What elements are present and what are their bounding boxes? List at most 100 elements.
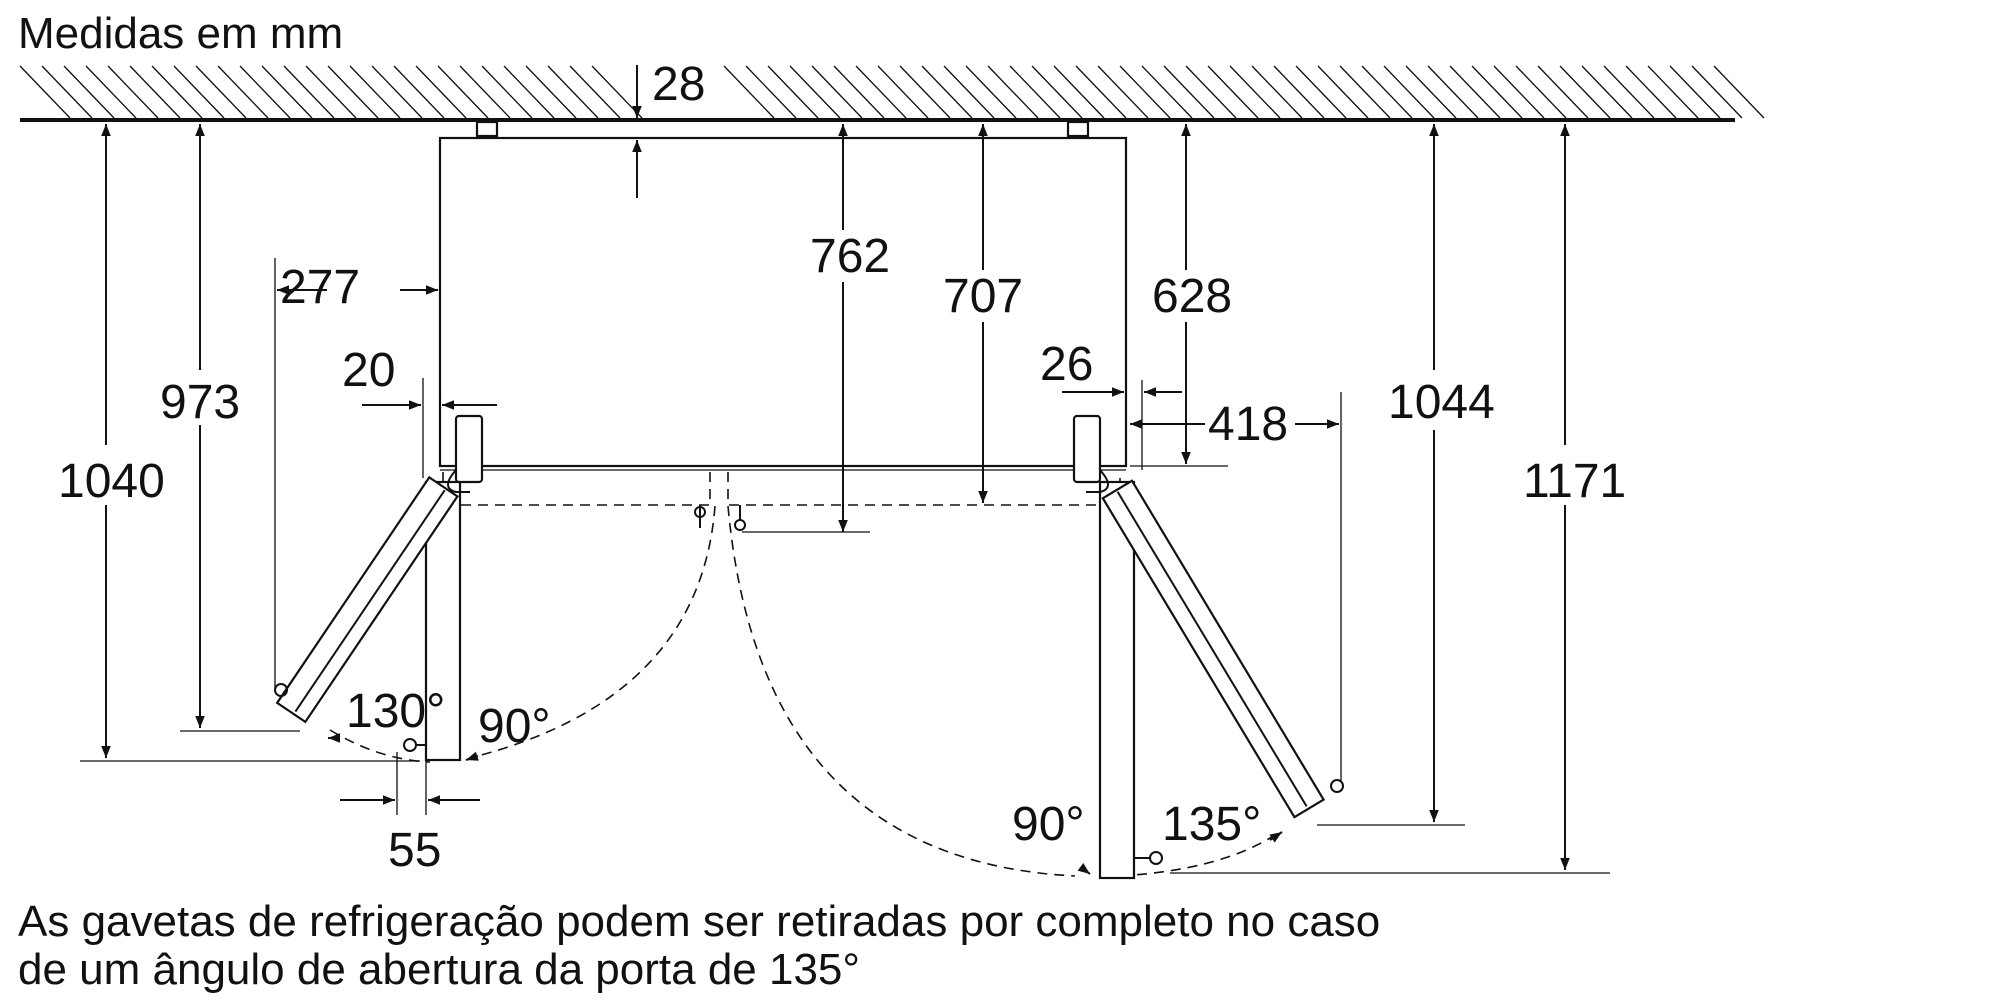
dim-door-gap: 55 — [340, 752, 480, 877]
dim-depth-628: 628 — [1130, 124, 1232, 467]
hatch-line — [1361, 65, 1413, 119]
hatch-line — [1295, 65, 1347, 119]
dim-depth-707: 707 — [943, 124, 1023, 503]
depth-1171-value: 1171 — [1523, 455, 1626, 508]
hatch-line — [107, 65, 159, 119]
hatch-line — [1207, 65, 1259, 119]
hatch-line — [1581, 65, 1633, 119]
hatch-line — [1383, 65, 1435, 119]
hatch-line — [1053, 65, 1105, 119]
depth-973-value: 973 — [160, 376, 240, 429]
hatch-line — [987, 65, 1039, 119]
footnote-line-2: de um ângulo de abertura da porta de 135… — [18, 945, 860, 994]
hatch-line — [1713, 65, 1765, 119]
wall-spacer-left — [475, 120, 499, 138]
hatch-line — [1339, 65, 1391, 119]
hatch-line — [1405, 65, 1457, 119]
dim-wall-gap: 28 — [632, 58, 705, 198]
hatch-line — [1449, 65, 1501, 119]
right-open-arc — [1119, 834, 1276, 877]
left-open-arc — [329, 729, 431, 763]
hatch-line — [1273, 65, 1325, 119]
hatch-line — [151, 65, 203, 119]
hatch-line — [855, 65, 907, 119]
angle-left-90: 90° — [478, 700, 551, 753]
angle-right-open-arrow — [1269, 831, 1283, 843]
left-door-130 — [275, 475, 459, 724]
right-door-swing-arc — [727, 505, 1076, 877]
angle-right-open: 135° — [1162, 798, 1261, 851]
hatch-line — [1515, 65, 1567, 119]
hatch-line — [63, 65, 115, 119]
hatch-line — [1493, 65, 1545, 119]
depth-707-value: 707 — [943, 270, 1023, 323]
hatch-line — [261, 65, 313, 119]
units-label: Medidas em mm — [18, 9, 343, 58]
hatch-line — [173, 65, 225, 119]
hatch-line — [767, 65, 819, 119]
hatch-line — [459, 65, 511, 119]
dim-depth-973: 973 — [160, 124, 300, 732]
hatch-line — [811, 65, 863, 119]
hatch-line — [85, 65, 137, 119]
hatch-line — [195, 65, 247, 119]
hatch-line — [547, 65, 599, 119]
hatch-line — [833, 65, 885, 119]
hatch-line — [503, 65, 555, 119]
hatch-line — [1031, 65, 1083, 119]
hatch-line — [723, 65, 775, 119]
hatch-line — [1603, 65, 1655, 119]
wall — [19, 65, 1765, 122]
handle-right-icon — [734, 519, 746, 531]
left-hinge-offset-value: 20 — [342, 344, 395, 397]
hatch-line — [415, 65, 467, 119]
hatch-line — [1141, 65, 1193, 119]
hatch-line — [1647, 65, 1699, 119]
right-clearance-value: 418 — [1208, 398, 1288, 451]
hatch-line — [525, 65, 577, 119]
dim-depth-762: 762 — [742, 124, 890, 533]
hatch-line — [1009, 65, 1061, 119]
hatch-line — [371, 65, 423, 119]
hatch-line — [569, 65, 621, 119]
hatch-line — [1119, 65, 1171, 119]
dim-depth-1040: 1040 — [58, 124, 420, 762]
angle-left-open: 130° — [346, 685, 445, 738]
depth-1040-value: 1040 — [58, 455, 165, 508]
hatch-line — [1625, 65, 1677, 119]
hatch-line — [283, 65, 335, 119]
hatch-line — [1229, 65, 1281, 119]
hatch-line — [393, 65, 445, 119]
hatch-line — [899, 65, 951, 119]
hatch-line — [1559, 65, 1611, 119]
left-door-handle-icon — [274, 683, 288, 697]
hatch-line — [217, 65, 269, 119]
wall-spacer-right — [1066, 120, 1090, 138]
right-hinge — [1072, 414, 1109, 493]
hatch-line — [1471, 65, 1523, 119]
hatch-line — [239, 65, 291, 119]
side-clearance-value: 277 — [280, 261, 360, 314]
hatch-line — [1427, 65, 1479, 119]
hatch-line — [921, 65, 973, 119]
door-gap-value: 55 — [388, 824, 441, 877]
hatch-line — [745, 65, 797, 119]
depth-628-value: 628 — [1152, 270, 1232, 323]
dim-depth-1044: 1044 — [1317, 124, 1495, 826]
fridge-body — [438, 120, 1128, 468]
hatch-line — [1317, 65, 1369, 119]
hatch-line — [965, 65, 1017, 119]
dim-left-hinge-offset: 20 — [342, 344, 497, 478]
wall-gap-value: 28 — [652, 58, 705, 111]
dim-side-clearance: 277 — [274, 258, 438, 688]
hatch-line — [327, 65, 379, 119]
angle-left-90-arrow — [465, 751, 479, 761]
wall-hatching — [19, 65, 1765, 119]
hatch-line — [305, 65, 357, 119]
hatch-line — [1185, 65, 1237, 119]
hatch-line — [19, 65, 71, 119]
dim-depth-1171: 1171 — [1170, 124, 1626, 874]
hatch-line — [1163, 65, 1215, 119]
right-door-135 — [1101, 479, 1326, 819]
